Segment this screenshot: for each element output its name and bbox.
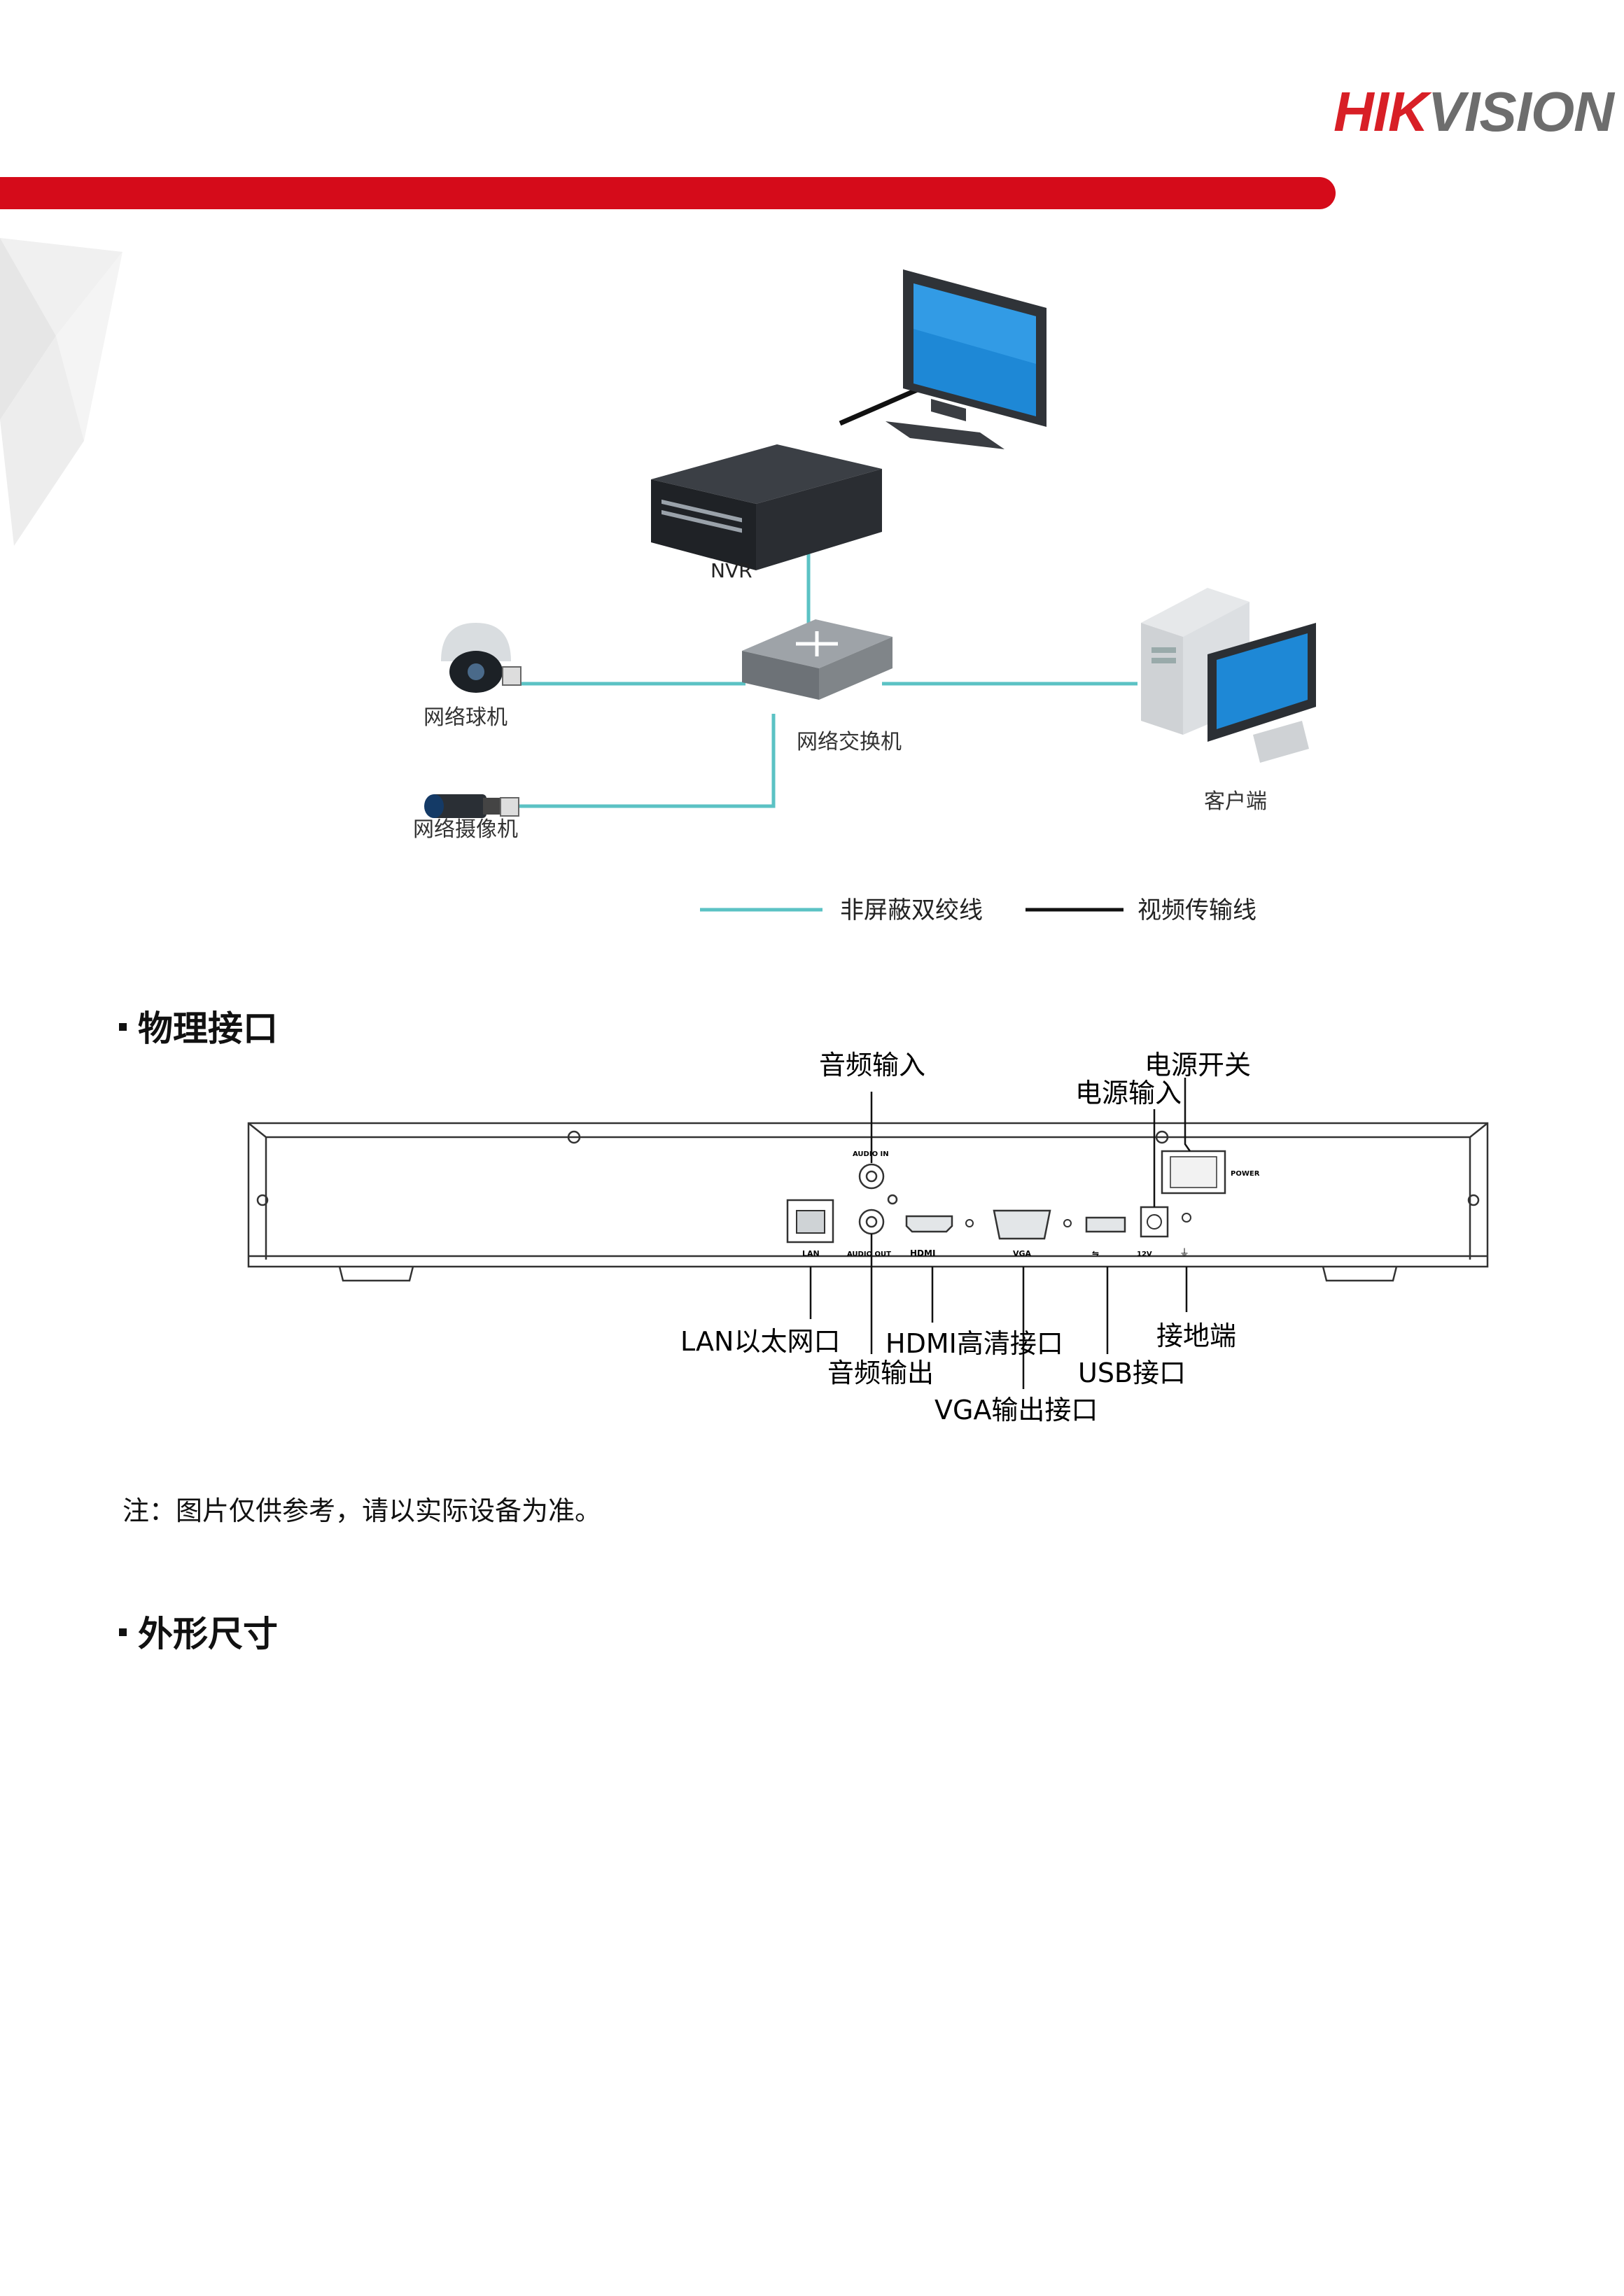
audio-jacks	[858, 1163, 898, 1235]
logo-hik: HIK	[1334, 80, 1429, 143]
callout-audio-out: 音频输出	[827, 1358, 934, 1388]
power-input-port	[1140, 1206, 1169, 1238]
usb-symbol-icon: ⇋	[1092, 1248, 1099, 1258]
ground-symbol-icon: ⏚	[1180, 1248, 1189, 1259]
section-physical-interface-label: 物理接口	[138, 1008, 278, 1049]
callout-hdmi: HDMI高清接口	[886, 1328, 1063, 1359]
switch-icon	[742, 619, 892, 700]
note-text: 注：图片仅供参考，请以实际设备为准。	[122, 1495, 602, 1526]
dome-camera-icon	[441, 623, 522, 693]
callout-audio-in: 音频输入	[819, 1050, 925, 1080]
network-camera-label: 网络摄像机	[413, 817, 518, 842]
switch-label: 网络交换机	[797, 730, 902, 754]
power-switch	[1161, 1150, 1226, 1195]
bullet-icon	[119, 1023, 127, 1031]
network-camera-icon	[424, 794, 519, 818]
nvr-device-icon	[651, 444, 882, 570]
silk-hdmi: HDMI	[910, 1248, 935, 1258]
client-label: 客户端	[1204, 789, 1267, 814]
nvr-label: NVR	[710, 559, 752, 582]
callout-usb: USB接口	[1078, 1358, 1186, 1388]
header-red-bar	[0, 177, 1336, 209]
callout-ground: 接地端	[1156, 1320, 1236, 1351]
video-cable	[839, 386, 922, 426]
hikvision-logo: HIKVISION	[1334, 84, 1614, 140]
monitor-icon	[886, 269, 1046, 449]
silk-audio-out: AUDIO OUT	[847, 1251, 891, 1258]
dome-camera-label: 网络球机	[424, 705, 507, 730]
legend-twisted-label: 非屏蔽双绞线	[840, 896, 983, 924]
rear-panel-diagram: LAN AUDIO IN AUDIO OUT HDMI VGA ⇋ 12V ⏚ …	[247, 1050, 1489, 1425]
silk-vga: VGA	[1013, 1249, 1032, 1258]
silk-power: POWER	[1231, 1170, 1260, 1178]
legend-video-label: 视频传输线	[1138, 896, 1256, 924]
silk-12v: 12V	[1137, 1251, 1152, 1258]
hdmi-port	[905, 1215, 953, 1233]
silk-lan: LAN	[802, 1249, 820, 1258]
callout-power-input: 电源输入	[1075, 1078, 1182, 1108]
callout-vga: VGA输出接口	[934, 1395, 1098, 1425]
section-dimensions-label: 外形尺寸	[138, 1614, 278, 1654]
section-physical-interface: 物理接口	[119, 1011, 278, 1046]
section-dimensions: 外形尺寸	[119, 1617, 278, 1651]
ground-screw	[1182, 1213, 1191, 1223]
callout-lan: LAN以太网口	[680, 1326, 840, 1357]
bullet-icon	[119, 1628, 127, 1636]
callout-power-switch: 电源开关	[1144, 1050, 1251, 1080]
logo-vision: VISION	[1427, 80, 1614, 143]
client-pc-icon	[1141, 588, 1316, 763]
lan-port	[786, 1199, 834, 1244]
cable-camera-switch	[511, 714, 776, 808]
nvr-rear-chassis	[247, 1122, 1489, 1282]
decorative-facets	[0, 238, 122, 546]
vga-port	[965, 1209, 1072, 1240]
callout-leaders	[809, 1078, 1191, 1389]
network-topology-diagram: NVR 网络交换机 网络球机 网络摄像机 客户端	[413, 269, 1316, 924]
usb-port	[1085, 1216, 1126, 1233]
